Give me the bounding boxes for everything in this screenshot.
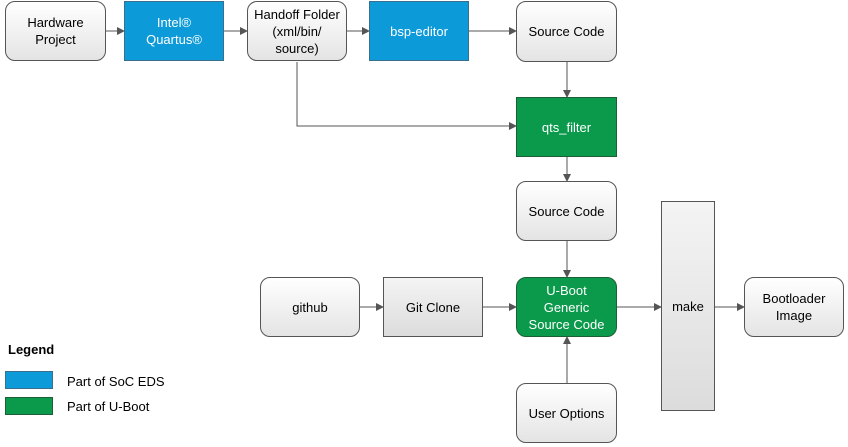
source-code-mid-node: Source Code	[516, 181, 617, 241]
user-options-node: User Options	[516, 383, 617, 443]
make-node: make	[661, 201, 715, 411]
bsp-editor-node: bsp-editor	[369, 1, 469, 61]
legend-swatch-soc-eds	[5, 371, 53, 389]
git-clone-node: Git Clone	[383, 277, 483, 337]
hardware-project-node: Hardware Project	[5, 1, 106, 61]
edge-handoff-to-qts	[296, 62, 517, 130]
legend-swatch-u-boot	[5, 397, 53, 415]
bootloader-image-node: Bootloader Image	[744, 277, 844, 337]
legend-title: Legend	[8, 342, 55, 357]
intel-quartus-node: Intel® Quartus®	[124, 1, 224, 61]
source-code-top-node: Source Code	[516, 1, 617, 62]
handoff-folder-node: Handoff Folder (xml/bin/ source)	[247, 1, 347, 61]
legend-label-u-boot: Part of U-Boot	[67, 399, 150, 414]
legend-label-soc-eds: Part of SoC EDS	[67, 374, 165, 389]
qts-filter-node: qts_filter	[516, 97, 617, 157]
uboot-generic-source-node: U-Boot Generic Source Code	[516, 277, 617, 337]
github-node: github	[260, 277, 360, 337]
